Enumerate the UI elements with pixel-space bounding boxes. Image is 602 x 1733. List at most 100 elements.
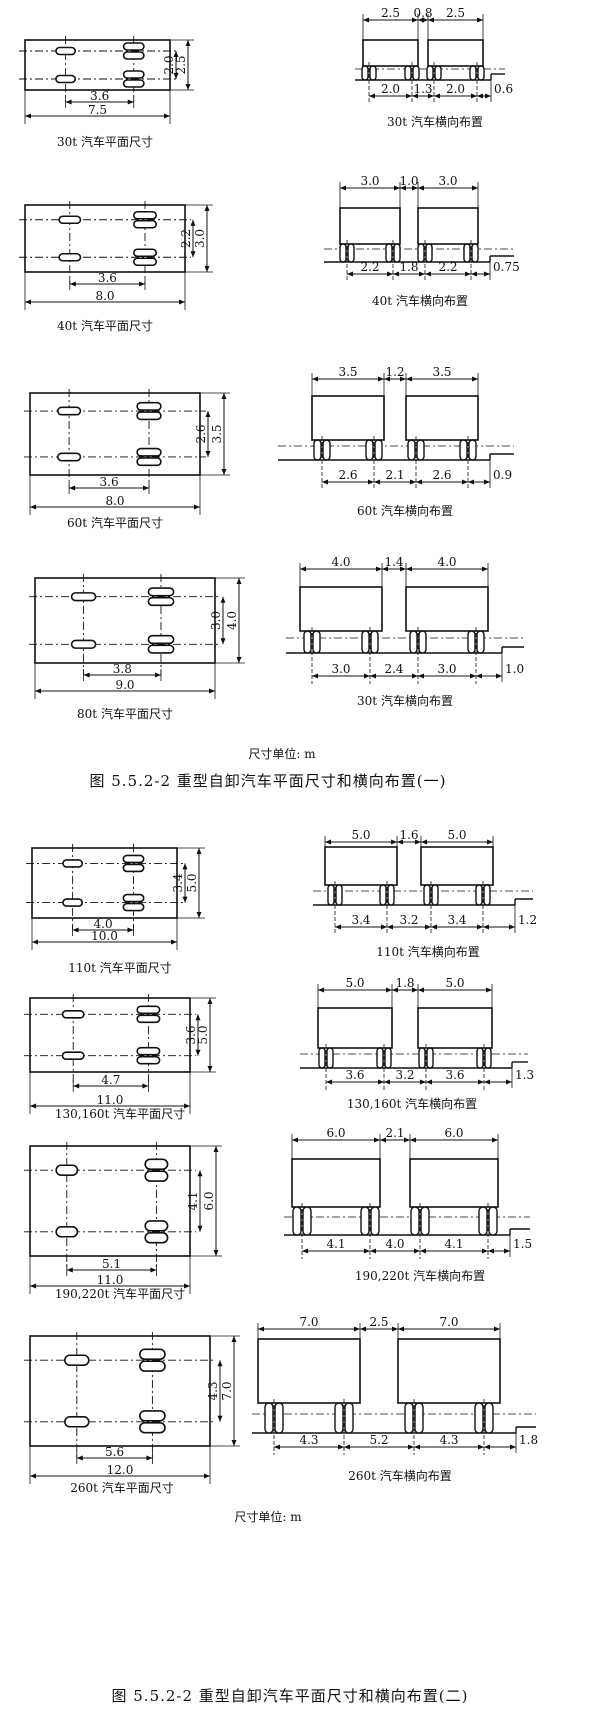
arrowhead bbox=[340, 185, 346, 191]
wheel-tire bbox=[122, 42, 145, 51]
arrowhead bbox=[363, 17, 369, 23]
dual-wheel bbox=[339, 240, 355, 282]
dual-wheel bbox=[475, 881, 491, 935]
arrowhead bbox=[69, 281, 76, 287]
tire bbox=[334, 1402, 344, 1434]
track-label: 4.1 bbox=[186, 1191, 200, 1210]
tire bbox=[407, 439, 416, 461]
arrowhead bbox=[382, 566, 388, 572]
body-width-label: 3.5 bbox=[432, 365, 451, 379]
arrowhead bbox=[370, 1248, 376, 1254]
arrowhead bbox=[412, 17, 418, 23]
dual-wheel bbox=[292, 1203, 312, 1259]
arrowhead bbox=[477, 17, 483, 23]
wheel-tire bbox=[136, 1014, 161, 1024]
tire bbox=[344, 1402, 354, 1434]
tire bbox=[274, 1402, 284, 1434]
dual-wheel bbox=[327, 881, 343, 935]
arrowhead bbox=[318, 987, 324, 993]
between-wheels-label: 2.4 bbox=[384, 662, 403, 676]
track-label: 2.2 bbox=[179, 229, 193, 248]
arrowhead bbox=[184, 1103, 190, 1109]
truck-body bbox=[417, 1007, 493, 1049]
axle-base-label: 3.6 bbox=[90, 89, 109, 103]
width-label: 5.0 bbox=[185, 873, 199, 892]
wheel-plan bbox=[136, 447, 162, 467]
arrowhead bbox=[209, 688, 215, 694]
arrowhead bbox=[412, 673, 418, 679]
tire bbox=[484, 1047, 492, 1069]
wheel-tire bbox=[55, 1226, 79, 1238]
arrowhead bbox=[410, 1137, 416, 1143]
wheel-tire bbox=[61, 1051, 85, 1061]
wheel-tire bbox=[62, 898, 84, 907]
edge-clearance-label: 0.75 bbox=[493, 260, 520, 274]
arrowhead bbox=[195, 1014, 201, 1021]
arrowhead bbox=[478, 1079, 484, 1085]
arrowhead bbox=[392, 1326, 398, 1332]
edge-clearance-label: 1.2 bbox=[518, 913, 537, 927]
tire bbox=[417, 243, 425, 263]
arrowhead bbox=[468, 479, 474, 485]
wheel-tire bbox=[64, 1354, 90, 1366]
arrowhead bbox=[462, 479, 468, 485]
track-label: 4.3 bbox=[299, 1433, 318, 1447]
arrowhead bbox=[190, 219, 196, 226]
tire bbox=[467, 630, 476, 654]
arrowhead bbox=[477, 93, 483, 99]
track-label: 2.0 bbox=[446, 82, 465, 96]
truck-body bbox=[257, 1338, 361, 1404]
length-label: 12.0 bbox=[107, 1463, 134, 1477]
wheel-tire bbox=[122, 51, 145, 60]
arrowhead bbox=[414, 1444, 420, 1450]
truck-body bbox=[420, 846, 494, 886]
axle-base-label: 4.7 bbox=[101, 1073, 120, 1087]
wheel-tire bbox=[147, 634, 175, 645]
dual-wheel bbox=[463, 240, 479, 282]
truck-body bbox=[299, 586, 383, 632]
wheel-tire bbox=[144, 1220, 169, 1232]
arrowhead bbox=[338, 1444, 344, 1450]
arrowhead bbox=[73, 1083, 80, 1089]
tire bbox=[478, 1206, 488, 1236]
track-label: 2.6 bbox=[432, 468, 451, 482]
tire bbox=[468, 439, 477, 461]
wheel-tire bbox=[136, 457, 162, 467]
arrowhead bbox=[426, 1079, 432, 1085]
arrowhead bbox=[406, 93, 412, 99]
arrowhead bbox=[434, 93, 440, 99]
body-width-label: 3.0 bbox=[360, 174, 379, 188]
arrowhead bbox=[30, 1103, 36, 1109]
tire bbox=[360, 1206, 370, 1236]
truck-gap-label: 1.6 bbox=[399, 828, 418, 842]
width-label: 4.0 bbox=[225, 611, 239, 630]
arrowhead bbox=[326, 1079, 332, 1085]
between-wheels-label: 2.1 bbox=[385, 468, 404, 482]
wheel-tire bbox=[133, 248, 158, 258]
arrowhead bbox=[412, 987, 418, 993]
arrowhead bbox=[185, 84, 191, 90]
edge-clearance-label: 0.6 bbox=[494, 82, 513, 96]
arrowhead bbox=[30, 1473, 36, 1479]
wheel-tire bbox=[55, 1164, 79, 1176]
wheel-tire bbox=[136, 447, 162, 457]
arrowhead bbox=[146, 1455, 153, 1461]
truck-plan-view bbox=[24, 389, 230, 515]
plan-caption: 80t 汽车平面尺寸 bbox=[77, 706, 173, 721]
layout-caption: 30t 汽车横向布置 bbox=[387, 114, 483, 129]
tire bbox=[302, 1206, 312, 1236]
dual-wheel bbox=[379, 881, 395, 935]
arrowhead bbox=[196, 848, 202, 854]
arrowhead bbox=[428, 17, 434, 23]
axle-base-label: 4.0 bbox=[94, 917, 113, 931]
body-width-label: 5.0 bbox=[445, 976, 464, 990]
dual-wheel bbox=[303, 627, 321, 684]
arrowhead bbox=[173, 73, 179, 79]
arrowhead bbox=[386, 987, 392, 993]
tire bbox=[418, 1047, 426, 1069]
body-width-label: 5.0 bbox=[345, 976, 364, 990]
arrowhead bbox=[404, 1137, 410, 1143]
dual-wheel bbox=[459, 436, 477, 490]
wheel-plan bbox=[70, 592, 97, 602]
